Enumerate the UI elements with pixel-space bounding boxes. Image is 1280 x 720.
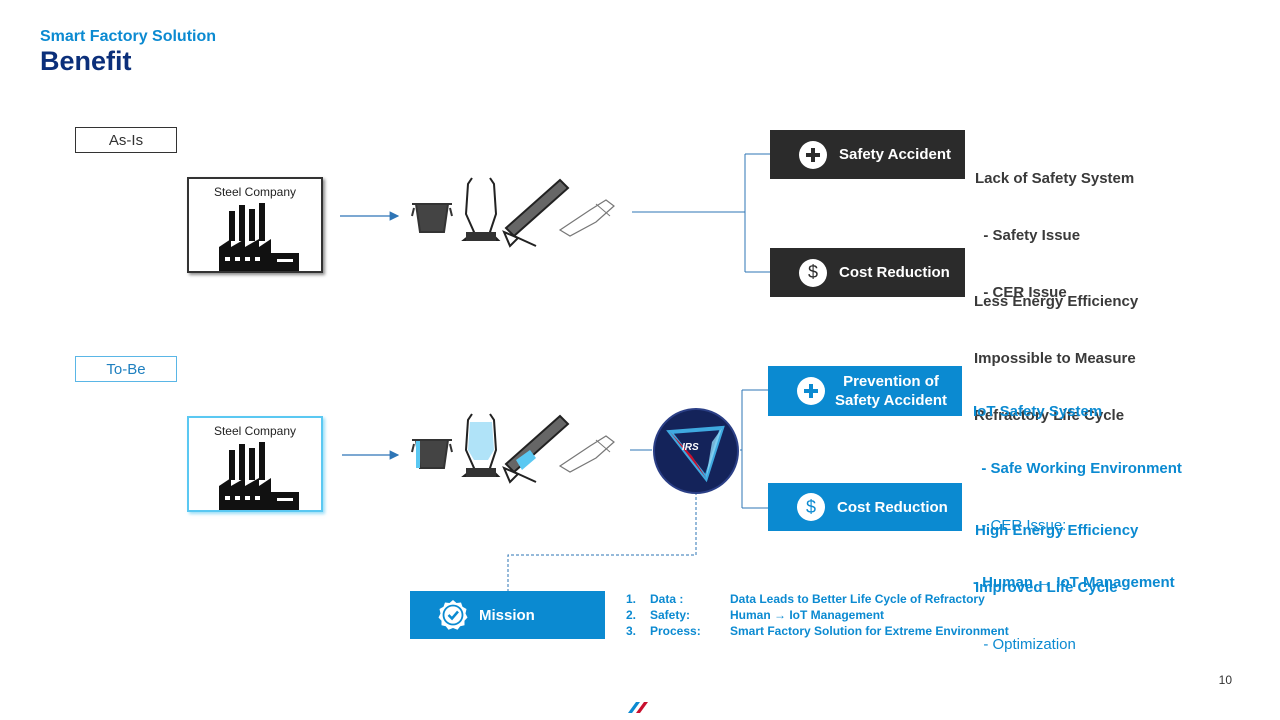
desc-line: High Energy Efficiency <box>975 522 1139 539</box>
mission-label: Mission <box>479 606 535 624</box>
page-number: 10 <box>1218 673 1232 687</box>
mission-item: 3. Process: Smart Factory Solution for E… <box>626 624 1009 638</box>
slide-subtitle: Smart Factory Solution <box>40 28 217 45</box>
plus-icon <box>799 140 827 169</box>
factory-label: Steel Company <box>213 185 297 199</box>
factory-icon <box>219 442 299 510</box>
to-be-cost-reduction-box: $ Cost Reduction <box>768 483 962 531</box>
safety-accident-box: Safety Accident <box>770 130 965 179</box>
plus-icon <box>797 377 825 405</box>
mission-item: 1. Data : Data Leads to Better Life Cycl… <box>626 592 985 606</box>
prevention-safety-box: Prevention of Safety Accident <box>768 366 962 416</box>
mission-box: Mission <box>410 591 605 639</box>
to-be-factory-card: Steel Company <box>187 416 323 512</box>
to-be-cost-reduction-desc: High Energy Efficiency Improved Life Cyc… <box>975 483 1138 673</box>
desc-line: - Safe Working Environment <box>973 460 1182 477</box>
factory-icon <box>219 203 299 271</box>
check-badge-icon <box>437 599 469 631</box>
irs-logo-text: IRS <box>682 442 699 453</box>
factory-label: Steel Company <box>213 424 297 438</box>
dollar-icon: $ <box>799 258 827 287</box>
label-line: Prevention of <box>843 373 939 390</box>
desc-line: - Safety Issue <box>975 227 1081 244</box>
cost-reduction-desc: Less Energy Efficiency Impossible to Mea… <box>974 254 1138 444</box>
prevention-safety-label: Prevention of Safety Accident <box>835 372 947 410</box>
safety-accident-desc: Lack of Safety System - Safety Issue - C… <box>975 131 1134 321</box>
desc-line: IoT Safety System <box>973 403 1103 420</box>
as-is-tag: As-Is <box>75 127 177 153</box>
cost-reduction-label: Cost Reduction <box>839 264 950 281</box>
slide-title: Benefit <box>40 46 132 76</box>
desc-line: Less Energy Efficiency <box>974 293 1139 310</box>
mission-item: 2. Safety: Human → IoT Management <box>626 608 885 622</box>
desc-line: - Optimization <box>975 636 1076 653</box>
safety-accident-label: Safety Accident <box>839 146 951 163</box>
desc-line: - CER Issue: <box>973 517 1067 534</box>
mission-list: 1. Data : Data Leads to Better Life Cycl… <box>626 591 1009 639</box>
prevention-safety-desc: IoT Safety System - Safe Working Environ… <box>973 364 1182 611</box>
as-is-factory-card: Steel Company <box>187 177 323 273</box>
label-line: Safety Accident <box>835 392 947 409</box>
desc-line: Impossible to Measure <box>974 350 1136 367</box>
to-be-equipment-icon <box>411 413 615 484</box>
as-is-equipment-icon <box>411 177 615 248</box>
desc-line: Lack of Safety System <box>975 170 1135 187</box>
irs-logo: IRS <box>652 408 740 494</box>
to-be-tag: To-Be <box>75 356 177 382</box>
desc-line: Improved Life Cycle <box>975 579 1118 596</box>
to-be-cost-reduction-label: Cost Reduction <box>837 498 948 516</box>
desc-line: Refractory Life Cycle <box>974 407 1125 424</box>
cost-reduction-box: $ Cost Reduction <box>770 248 965 297</box>
irs-logo-icon <box>653 408 739 494</box>
brand-mark-icon <box>628 702 648 713</box>
desc-line: - Human → IoT Management <box>973 574 1175 591</box>
desc-line: - CER Issue <box>975 284 1067 301</box>
dollar-icon: $ <box>797 493 825 521</box>
